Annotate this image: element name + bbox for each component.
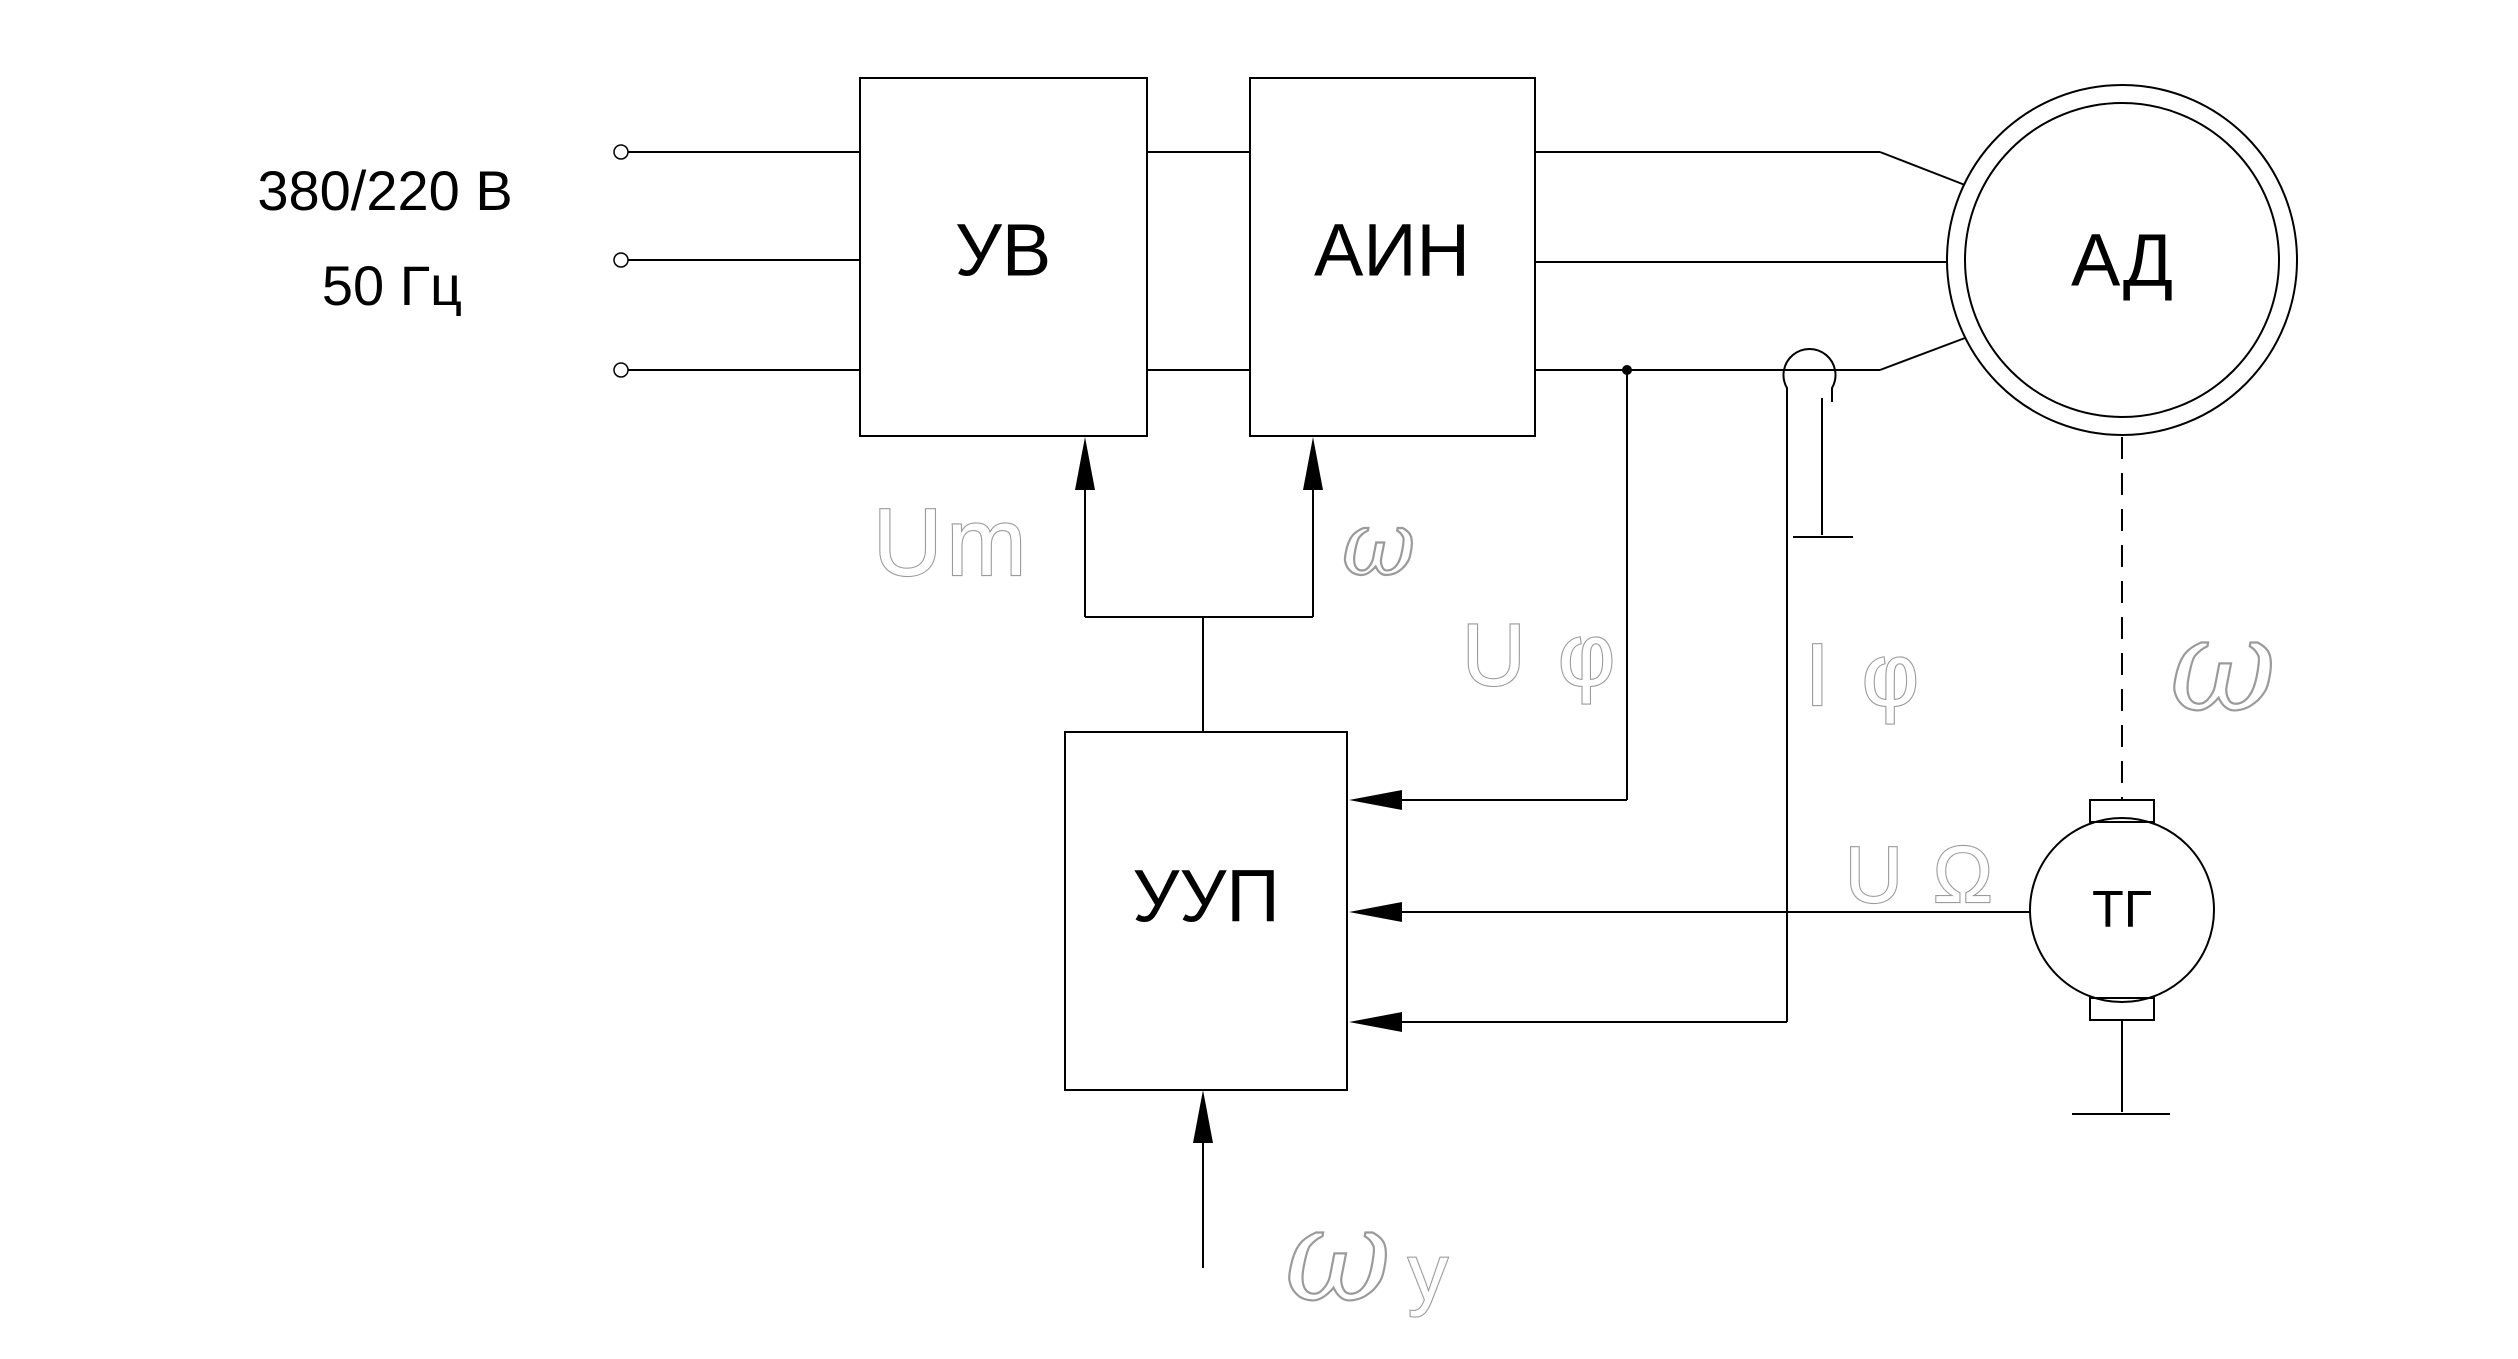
uup-block xyxy=(1064,731,1348,1091)
ain-control-arrow xyxy=(1303,437,1323,490)
tg-label: ТГ xyxy=(2092,881,2152,939)
supply-terminal-3 xyxy=(613,362,629,378)
current-sensor xyxy=(1782,347,1853,1022)
supply-voltage-label: 380/220 В xyxy=(257,159,512,222)
reference-input-arrow xyxy=(1193,1090,1213,1143)
voltage-feedback-arrow xyxy=(1349,790,1402,810)
current-feedback-arrow xyxy=(1349,1012,1402,1032)
u-phi-label: U φ xyxy=(1462,605,1619,704)
uv-block xyxy=(859,77,1148,437)
motor-feed-lines xyxy=(1535,151,1966,375)
ain-block xyxy=(1249,77,1536,437)
omega-y-subscript: у xyxy=(1408,1228,1452,1317)
supply-lines xyxy=(613,144,860,378)
tg-tachogenerator: ТГ xyxy=(2029,799,2215,1115)
uup-label: УУП xyxy=(1132,855,1279,938)
uv-label: УВ xyxy=(955,209,1051,292)
speed-feedback-arrow xyxy=(1349,902,1402,922)
ad-motor: АД xyxy=(1946,84,2298,436)
supply-terminal-1 xyxy=(613,144,629,160)
current-feedback xyxy=(1349,1012,1787,1032)
voltage-feedback xyxy=(1349,370,1628,810)
i-phi-label: I φ xyxy=(1805,625,1923,724)
ain-label: АИН xyxy=(1314,209,1470,292)
uv-control-arrow xyxy=(1075,437,1095,490)
control-bus xyxy=(1075,437,1323,732)
supply-frequency-label: 50 Гц xyxy=(322,254,462,317)
speed-feedback xyxy=(1349,902,2030,922)
omega-shaft-label: ω xyxy=(2170,589,2276,741)
omega-ain-label: ω xyxy=(1342,492,1415,597)
supply-terminal-2 xyxy=(613,252,629,268)
omega-y-label: ω xyxy=(1285,1179,1391,1331)
reference-input xyxy=(1193,1090,1213,1268)
um-signal-label: Um xyxy=(873,489,1030,596)
u-omega-label: U Ω xyxy=(1845,830,1997,919)
ad-label: АД xyxy=(2071,219,2173,302)
